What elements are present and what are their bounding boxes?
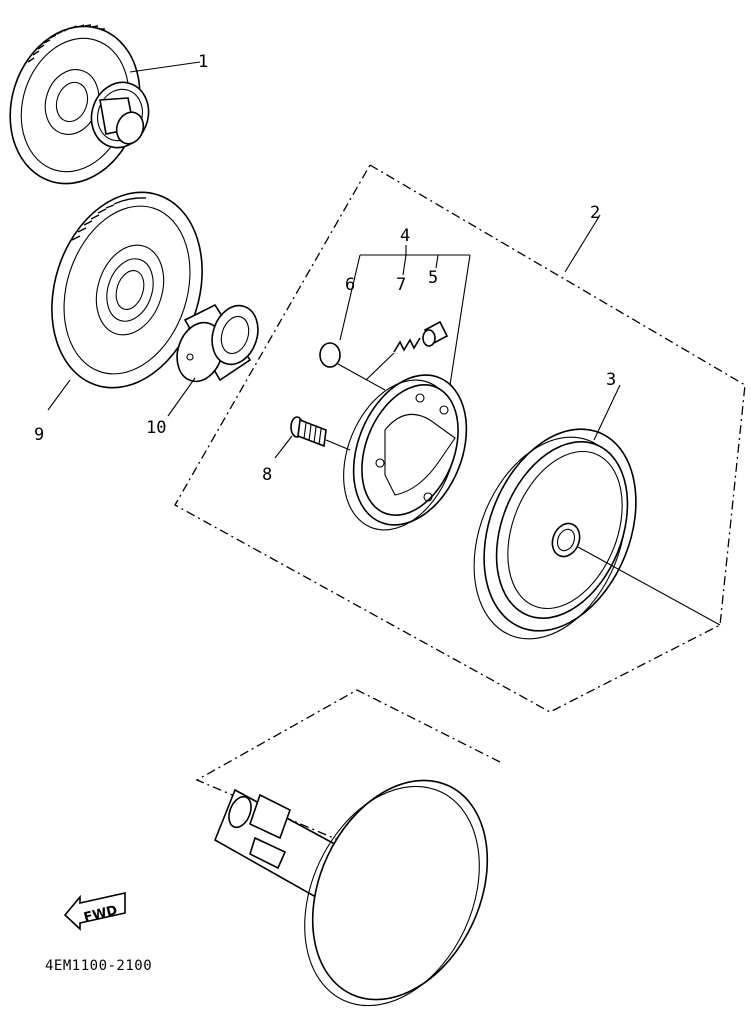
part-7-spring xyxy=(365,337,421,381)
callout-1: 1 xyxy=(198,52,208,72)
part-8-screw xyxy=(274,416,351,459)
part-10-collar xyxy=(167,303,259,417)
callout-8: 8 xyxy=(262,465,272,485)
callout-4: 4 xyxy=(400,226,410,246)
assembly-boundary-2 xyxy=(174,164,746,713)
callout-7: 7 xyxy=(396,275,406,295)
part-9-gear xyxy=(47,191,203,411)
callout-5: 5 xyxy=(428,268,438,288)
part-1-gear-assembly xyxy=(9,24,201,185)
part-3-clutch-housing xyxy=(473,384,721,640)
crankshaft-flywheel xyxy=(213,779,489,1007)
part-6-roller xyxy=(319,342,386,391)
callout-9: 9 xyxy=(34,425,44,445)
callout-3: 3 xyxy=(606,370,616,390)
clutch-body xyxy=(343,374,468,531)
leader-2 xyxy=(564,214,601,273)
callout-10: 10 xyxy=(146,418,166,438)
diagram-code: 4EM1100-2100 xyxy=(45,958,152,974)
callout-2: 2 xyxy=(590,203,600,223)
bracket-4 xyxy=(339,245,471,386)
callout-6: 6 xyxy=(345,275,355,295)
fwd-arrow-icon: FWD xyxy=(63,892,126,931)
part-5-plunger xyxy=(422,320,449,347)
